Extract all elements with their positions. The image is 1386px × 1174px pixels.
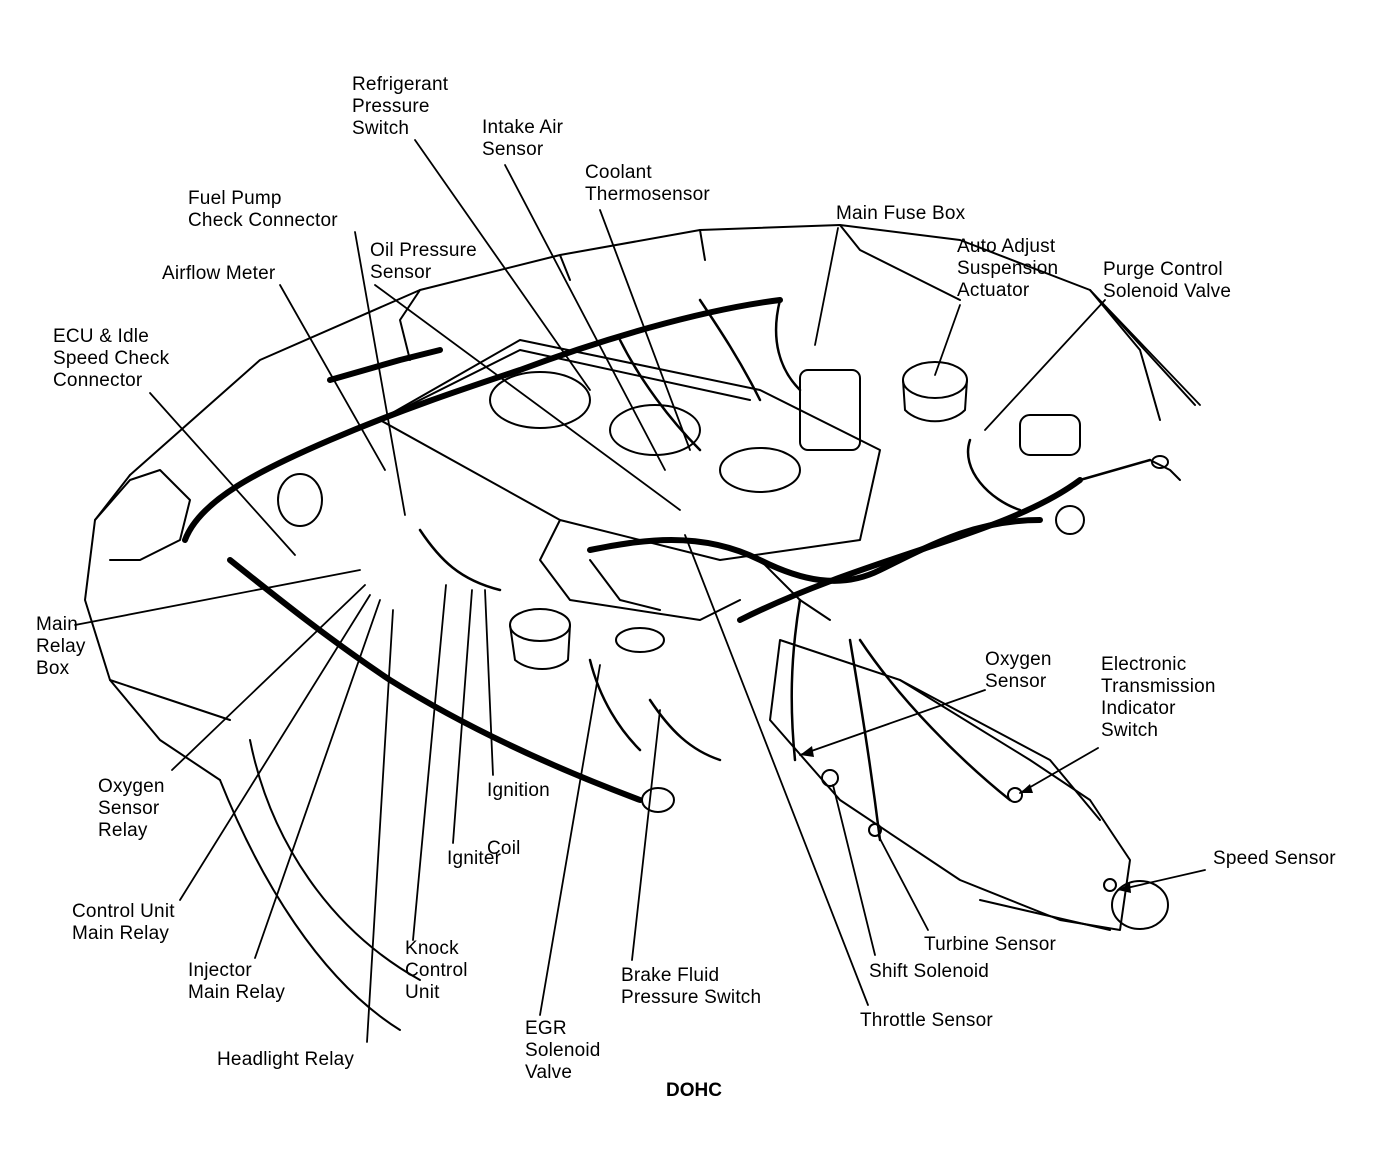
diagram-caption: DOHC (666, 1080, 722, 1101)
wiring-thin (418, 298, 1152, 842)
label-refrigerant-pressure-switch: Refrigerant Pressure Switch (352, 74, 449, 139)
label-egr-solenoid-valve: EGR Solenoid Valve (525, 1018, 601, 1083)
label-igniter: Igniter (447, 848, 502, 869)
label-main-relay-box: Main Relay Box (36, 614, 86, 679)
label-intake-air-sensor: Intake Air Sensor (482, 117, 564, 160)
label-brake-fluid-pressure-switch: Brake Fluid Pressure Switch (621, 965, 762, 1008)
label-airflow-meter: Airflow Meter (162, 263, 276, 284)
label-turbine-sensor: Turbine Sensor (924, 934, 1056, 955)
label-speed-sensor: Speed Sensor (1213, 848, 1336, 869)
label-control-unit-main-relay: Control Unit Main Relay (72, 901, 175, 944)
label-electronic-transmission-indicator-switch: Electronic Transmission Indicator Switch (1101, 654, 1216, 741)
label-coolant-thermosensor: Coolant Thermosensor (585, 162, 710, 205)
label-throttle-sensor: Throttle Sensor (860, 1010, 993, 1031)
label-ecu-idle-speed-check-connector: ECU & Idle Speed Check Connector (53, 326, 170, 391)
label-purge-control-solenoid-valve: Purge Control Solenoid Valve (1103, 259, 1232, 302)
label-oxygen-sensor-relay: Oxygen Sensor Relay (98, 776, 165, 841)
car-body-outline (84, 224, 1196, 1031)
wiring-harness (182, 297, 1083, 803)
label-shift-solenoid: Shift Solenoid (869, 961, 990, 982)
label-oil-pressure-sensor: Oil Pressure Sensor (370, 240, 477, 283)
label-auto-adjust-suspension-actuator: Auto Adjust Suspension Actuator (957, 236, 1059, 301)
label-injector-main-relay: Injector Main Relay (188, 960, 286, 1003)
label-knock-control-unit: Knock Control Unit (405, 938, 468, 1003)
label-oxygen-sensor: Oxygen Sensor (985, 649, 1052, 692)
label-ignition-coil: Ignition Coil (487, 780, 550, 859)
label-headlight-relay: Headlight Relay (217, 1049, 355, 1070)
components (277, 361, 1181, 892)
transmission (769, 639, 1169, 931)
label-main-fuse-box: Main Fuse Box (836, 203, 966, 224)
leader-lines (74, 139, 1206, 1043)
label-fuel-pump-check-connector: Fuel Pump Check Connector (188, 188, 338, 231)
